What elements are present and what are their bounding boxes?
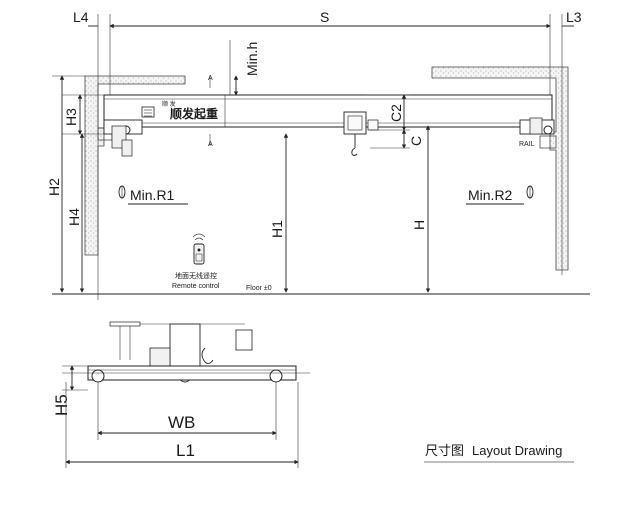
dim-s: S xyxy=(320,9,329,25)
dim-h3: H3 xyxy=(63,108,79,126)
remote-label-cn: 地面无线遥控 xyxy=(175,271,217,280)
dim-l1: L1 xyxy=(176,441,195,460)
floor-label: Floor ±0 xyxy=(246,285,272,292)
wheel-right xyxy=(269,369,283,383)
dim-min-r2: Min.R2 xyxy=(468,187,513,203)
min-r1-mark xyxy=(118,185,188,205)
walkway xyxy=(109,321,141,327)
dim-l3: L3 xyxy=(566,9,582,25)
girder-section xyxy=(169,323,201,373)
caption-cn: 尺寸图 xyxy=(425,443,464,458)
dim-h1: H1 xyxy=(269,220,285,238)
brand-logo xyxy=(141,106,155,118)
remote-control-icon xyxy=(192,233,206,265)
right-wall xyxy=(431,66,569,271)
dim-h5: H5 xyxy=(52,394,71,416)
wheel-left xyxy=(91,369,105,383)
section-mark-top: A xyxy=(208,75,213,82)
dim-min-r1: Min.R1 xyxy=(130,187,175,203)
min-r2-mark xyxy=(466,185,534,205)
dim-min-h: Min.h xyxy=(244,42,260,76)
hoist-trolley xyxy=(343,111,379,156)
brand-small-text: 顺 发 xyxy=(162,100,176,108)
right-drive-motor xyxy=(529,117,543,135)
dim-h2: H2 xyxy=(46,178,62,196)
front-elevation: L4 S L3 Min.h RAIL 顺 发 顺发起重 xyxy=(46,9,590,300)
right-corbel xyxy=(539,135,557,149)
dim-l4: L4 xyxy=(73,9,89,25)
right-wheel xyxy=(543,125,553,135)
trolley-side-box xyxy=(235,329,253,351)
section-mark-bottom: A xyxy=(208,141,213,148)
bridge-girder xyxy=(103,94,553,128)
caption-en: Layout Drawing xyxy=(472,443,562,458)
side-elevation: H5 WB L1 xyxy=(52,321,310,468)
dim-h4: H4 xyxy=(66,208,82,226)
dim-h: H xyxy=(411,220,427,230)
remote-label-en: Remote control xyxy=(172,283,220,290)
hook-side xyxy=(201,347,214,365)
dim-wb: WB xyxy=(168,413,195,432)
trolley-motor xyxy=(149,347,171,369)
brand-text: 顺发起重 xyxy=(170,106,218,121)
left-drive-gear xyxy=(121,139,133,157)
dim-c2: C2 xyxy=(388,104,404,122)
dim-c: C xyxy=(408,136,424,146)
rail-label: RAIL xyxy=(519,141,535,148)
